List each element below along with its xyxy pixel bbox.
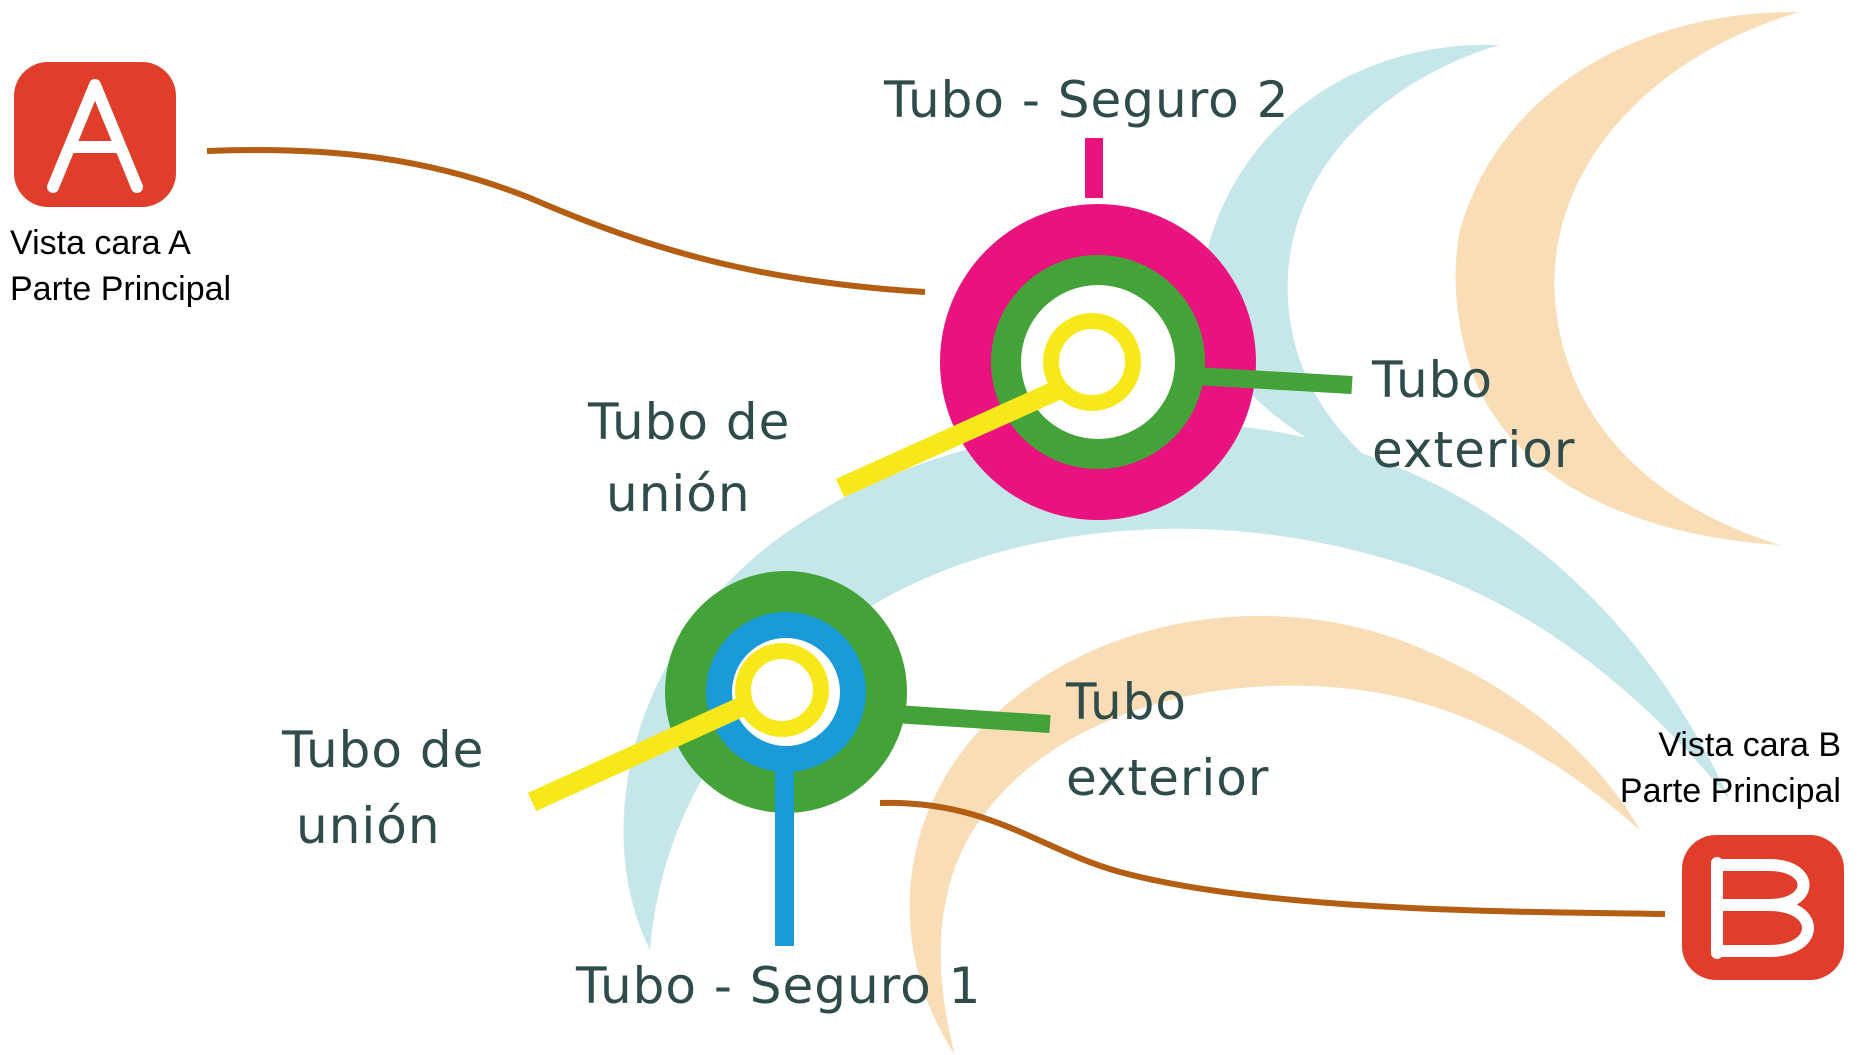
bottom-exterior-label-2: exterior [1066, 749, 1270, 807]
badge-a-letter-icon [14, 62, 176, 207]
badge-b-letter-icon [1682, 835, 1844, 980]
bottom-union-label-2: unión [296, 797, 441, 855]
swoosh-blue-bottom [623, 422, 1730, 950]
top-seguro-stem [1085, 138, 1103, 198]
bottom-union-label-1: Tubo de [282, 721, 485, 779]
top-exterior-label-1: Tubo [1372, 351, 1493, 409]
connector-b [879, 799, 1666, 917]
top-union-label-1: Tubo de [588, 393, 791, 451]
bottom-yellow-ring [735, 643, 829, 737]
bottom-union-connector [527, 692, 757, 812]
bottom-seguro-stem [775, 770, 794, 946]
top-yellow-ring [1043, 313, 1141, 411]
connector-a [206, 146, 926, 295]
badge-b-caption-2: Parte Principal [1619, 772, 1841, 810]
badge-a [14, 62, 176, 207]
top-exterior-label-2: exterior [1372, 421, 1576, 479]
top-seguro-label: Tubo - Seguro 2 [884, 71, 1290, 129]
bottom-exterior-label-1: Tubo [1066, 673, 1187, 731]
badge-a-caption-1: Vista cara A [10, 224, 191, 262]
bottom-exterior-connector [894, 705, 1051, 733]
swoosh-orange-bottom [909, 615, 1640, 1055]
top-union-connector [835, 378, 1067, 498]
badge-a-caption-2: Parte Principal [10, 270, 232, 308]
bottom-seguro-label: Tubo - Seguro 1 [576, 957, 982, 1015]
badge-b-caption-1: Vista cara B [1658, 726, 1841, 764]
swoosh-orange-top [1455, 11, 1800, 545]
badge-b [1682, 835, 1844, 980]
top-exterior-connector [1194, 367, 1353, 394]
top-union-label-2: unión [606, 465, 751, 523]
